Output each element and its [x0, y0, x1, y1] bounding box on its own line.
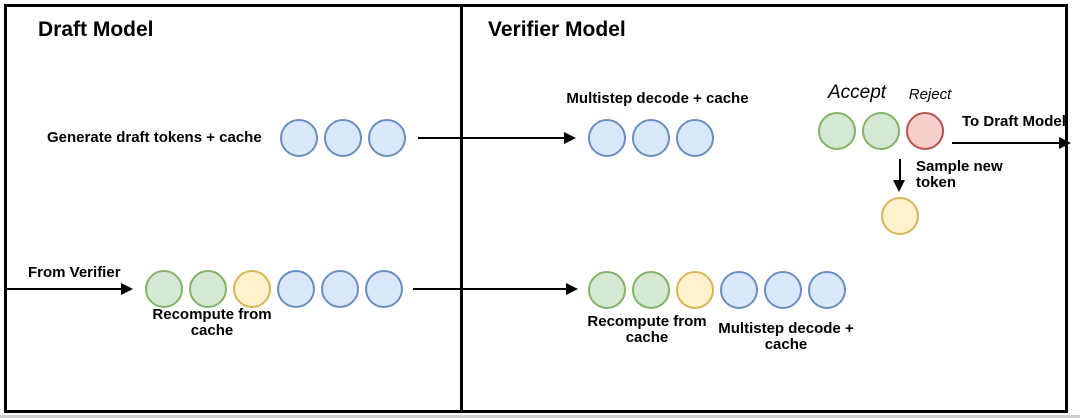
- arrow-line: [899, 159, 901, 181]
- from-verifier-label: From Verifier: [28, 264, 121, 281]
- blue-token-circle: [588, 119, 626, 157]
- red-token-circle: [906, 112, 944, 150]
- green-token-circle: [145, 270, 183, 308]
- draft-recompute-label: Recompute from cache: [152, 306, 272, 339]
- green-token-circle: [632, 271, 670, 309]
- generate-draft-tokens-label: Generate draft tokens + cache: [47, 129, 262, 146]
- blue-token-circle: [764, 271, 802, 309]
- arrow-line: [952, 142, 1060, 144]
- accept-label: Accept: [827, 82, 887, 103]
- verifier-token-row: [588, 119, 714, 157]
- blue-token-circle: [321, 270, 359, 308]
- yellow-token-circle: [233, 270, 271, 308]
- draft-recompute-token-row: [145, 270, 403, 308]
- green-token-circle: [818, 112, 856, 150]
- arrow-head-icon: [1059, 137, 1071, 149]
- reject-label: Reject: [908, 86, 952, 103]
- arrow-head-icon: [564, 132, 576, 144]
- sample-new-token-label: Sample new token: [916, 158, 1003, 191]
- arrow-head-icon: [566, 283, 578, 295]
- panel-divider-line: [460, 4, 463, 413]
- arrow-line: [5, 288, 122, 290]
- multistep-decode-label: Multistep decode + cache: [566, 90, 749, 107]
- green-token-circle: [588, 271, 626, 309]
- draft-token-row: [280, 119, 406, 157]
- arrow-line: [413, 288, 566, 290]
- verifier-recompute-token-row: [588, 271, 846, 309]
- blue-token-circle: [368, 119, 406, 157]
- verifier-multistep-bottom-label: Multistep decode + cache: [718, 320, 854, 353]
- verifier-model-title: Verifier Model: [488, 18, 626, 41]
- bottom-edge-strip: [0, 415, 1080, 418]
- blue-token-circle: [277, 270, 315, 308]
- verifier-recompute-label: Recompute from cache: [587, 313, 707, 346]
- blue-token-circle: [676, 119, 714, 157]
- green-token-circle: [189, 270, 227, 308]
- sampled-token: [881, 197, 919, 235]
- blue-token-circle: [280, 119, 318, 157]
- arrow-head-icon: [893, 180, 905, 192]
- yellow-token-circle: [881, 197, 919, 235]
- accept-reject-token-row: [818, 112, 944, 150]
- to-draft-model-label: To Draft Model: [962, 113, 1066, 130]
- blue-token-circle: [365, 270, 403, 308]
- arrow-line: [418, 137, 565, 139]
- blue-token-circle: [808, 271, 846, 309]
- yellow-token-circle: [676, 271, 714, 309]
- green-token-circle: [862, 112, 900, 150]
- blue-token-circle: [720, 271, 758, 309]
- diagram-outer-border: [4, 4, 1068, 413]
- blue-token-circle: [632, 119, 670, 157]
- draft-model-title: Draft Model: [38, 18, 154, 41]
- arrow-head-icon: [121, 283, 133, 295]
- blue-token-circle: [324, 119, 362, 157]
